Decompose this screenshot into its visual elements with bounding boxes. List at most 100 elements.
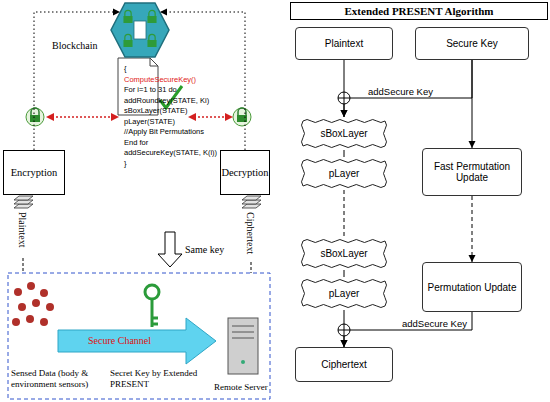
- code-line: pLayer(STATE): [124, 117, 264, 128]
- caption-label: Remote Server: [214, 382, 268, 393]
- xor-symbol: [338, 92, 350, 104]
- lock-shackle: [31, 108, 39, 116]
- rounded-box: Ciphertext: [295, 347, 393, 382]
- connector-line: [344, 310, 345, 347]
- node-label: pLayer: [329, 168, 360, 179]
- node-label: pLayer: [329, 288, 360, 299]
- key-exchange-line: [190, 116, 231, 118]
- lock-body: [30, 115, 40, 122]
- connector: [341, 310, 348, 347]
- io-label: Ciphertext: [245, 212, 256, 254]
- arrow-head: [225, 113, 233, 121]
- connector-line: [344, 270, 345, 277]
- server-light: [241, 360, 245, 364]
- channel-label: Secure Channel: [88, 335, 151, 346]
- document-fold: [150, 58, 158, 66]
- sensor-dot: [46, 303, 54, 311]
- process-box: Decryption: [220, 150, 270, 195]
- code-line: //Apply Bit Permutations: [124, 127, 264, 138]
- node-label: sBoxLayer: [320, 248, 367, 259]
- node-label: Plaintext: [325, 38, 363, 49]
- connector-line: [344, 312, 472, 347]
- caption-label: Secret Key by Extended PRESENT: [110, 368, 214, 390]
- node-label: Secure Key: [446, 38, 498, 49]
- connector: [344, 190, 345, 237]
- arrow-head: [341, 110, 348, 117]
- layer-shape: pLayer: [300, 277, 388, 310]
- data-stack: [14, 196, 33, 200]
- sensor-dot: [27, 282, 35, 290]
- edge-label: addSecure Key: [402, 318, 467, 329]
- connector-line: [472, 196, 473, 262]
- arrow-head: [341, 340, 348, 347]
- diagram-title: Extended PRESENT Algorithm: [290, 2, 548, 20]
- arrow-head: [341, 340, 348, 347]
- ledger-page: [134, 21, 146, 39]
- blockchain-node: Blockchain: [110, 2, 170, 58]
- secure-channel-arrow: [58, 318, 216, 364]
- arrow-head: [188, 113, 196, 121]
- lock-body: [123, 40, 132, 47]
- server-slot: [232, 326, 254, 327]
- key-exchange-line: [48, 116, 117, 118]
- arrow-head: [469, 141, 476, 148]
- key-icon: [152, 317, 158, 320]
- connector-line: [344, 190, 345, 237]
- connector: [341, 60, 473, 117]
- data-stack: [14, 204, 33, 208]
- layer-shape: sBoxLayer: [300, 237, 388, 270]
- node-label: sBoxLayer: [320, 128, 367, 139]
- sensor-dot: [26, 315, 34, 323]
- lock-badge: [26, 108, 44, 126]
- rounded-box: Plaintext: [295, 27, 393, 60]
- lock-body: [237, 115, 247, 122]
- rounded-box: Fast Permutation Update: [422, 148, 522, 196]
- connector-line: [344, 150, 345, 157]
- xor-symbol: [344, 324, 345, 336]
- connector-line: [34, 12, 120, 150]
- edge-label: addSecure Key: [368, 86, 433, 97]
- connector-line: [344, 60, 472, 117]
- data-flow-line: [23, 258, 24, 273]
- wavy-border: [302, 280, 387, 308]
- xor-symbol: [338, 324, 350, 336]
- blockchain-icon: [110, 2, 170, 58]
- lock-shackle: [238, 108, 246, 116]
- lock-body: [147, 40, 156, 47]
- code-line: For i=1 to 31 do: [124, 85, 264, 96]
- sensor-dot: [40, 289, 48, 297]
- lock-shackle: [149, 10, 155, 16]
- rounded-box: Permutation Update: [422, 262, 522, 312]
- connector: [341, 312, 473, 347]
- wavy-border: [302, 240, 387, 268]
- rounded-box: Secure Key: [415, 27, 529, 60]
- data-stack: [242, 204, 261, 208]
- arrow-head: [46, 113, 54, 121]
- server-icon: [228, 318, 258, 374]
- sensor-dot: [40, 318, 48, 326]
- xor-symbol: [344, 92, 345, 104]
- node-heading: Blockchain: [52, 40, 98, 51]
- connector-line: [344, 60, 345, 117]
- connector: [469, 60, 476, 148]
- connector-line: [472, 60, 473, 148]
- data-flow-line: [251, 262, 252, 273]
- code-line: End for: [124, 138, 264, 149]
- code-line: addRoundkey(STATE, Ki): [124, 96, 264, 107]
- arrow-head: [111, 113, 119, 121]
- sensor-dot: [14, 288, 22, 296]
- sensor-dot: [18, 303, 26, 311]
- data-stack: [242, 196, 261, 200]
- layer-shape: sBoxLayer: [300, 117, 388, 150]
- sensor-dot: [32, 299, 40, 307]
- arrow-label: Same key: [185, 244, 224, 255]
- arrow-head: [341, 110, 348, 117]
- data-stack: [242, 200, 261, 204]
- connector: [344, 270, 345, 277]
- arrow-head: [469, 255, 476, 262]
- lock-shackle: [149, 34, 155, 40]
- wavy-border: [302, 160, 387, 188]
